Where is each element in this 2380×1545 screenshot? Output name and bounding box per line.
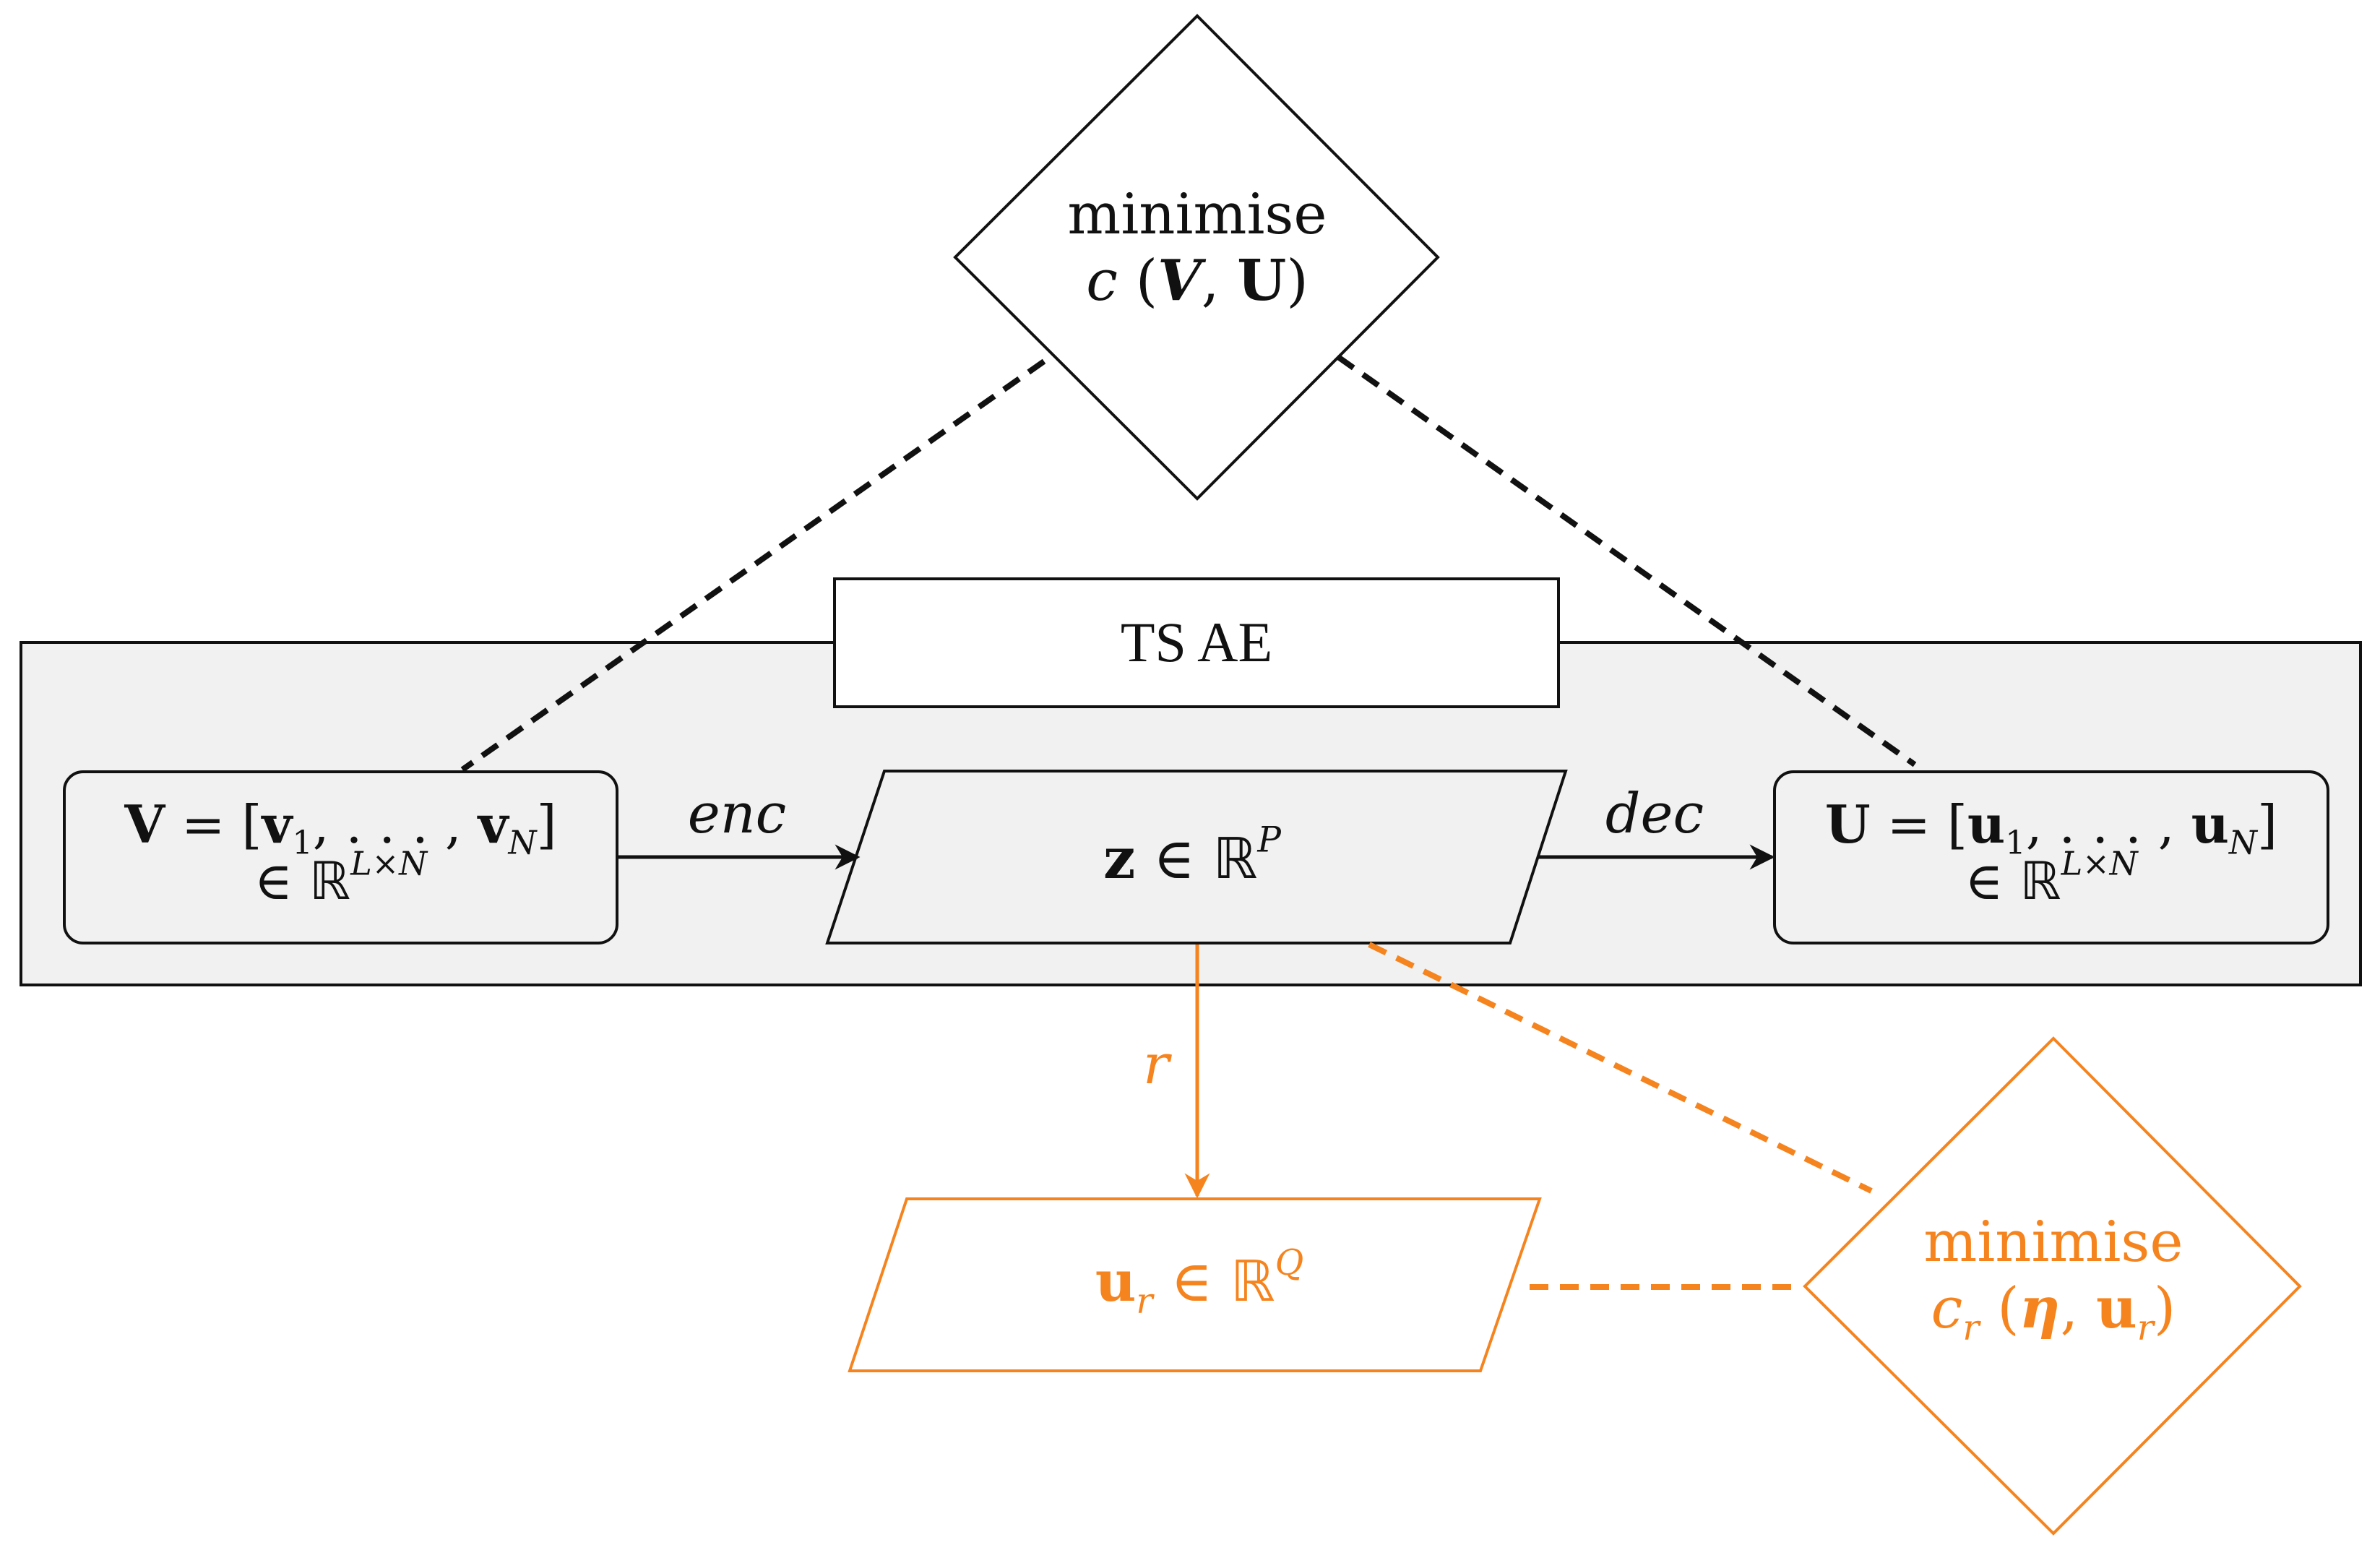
reg-objective-diamond: [1803, 1036, 2302, 1536]
input-node-box: [63, 770, 618, 944]
latent-node-shape: [825, 770, 1568, 944]
dashed-link-latent-regobjective: [1368, 942, 1873, 1194]
dashed-link-objective-input: [460, 358, 1046, 772]
objective-diamond: [953, 14, 1440, 501]
ae-title-box: [833, 577, 1560, 708]
reg-node-shape: [848, 1197, 1542, 1372]
dashed-link-objective-output: [1336, 354, 1917, 767]
output-node-box: [1773, 770, 2329, 944]
